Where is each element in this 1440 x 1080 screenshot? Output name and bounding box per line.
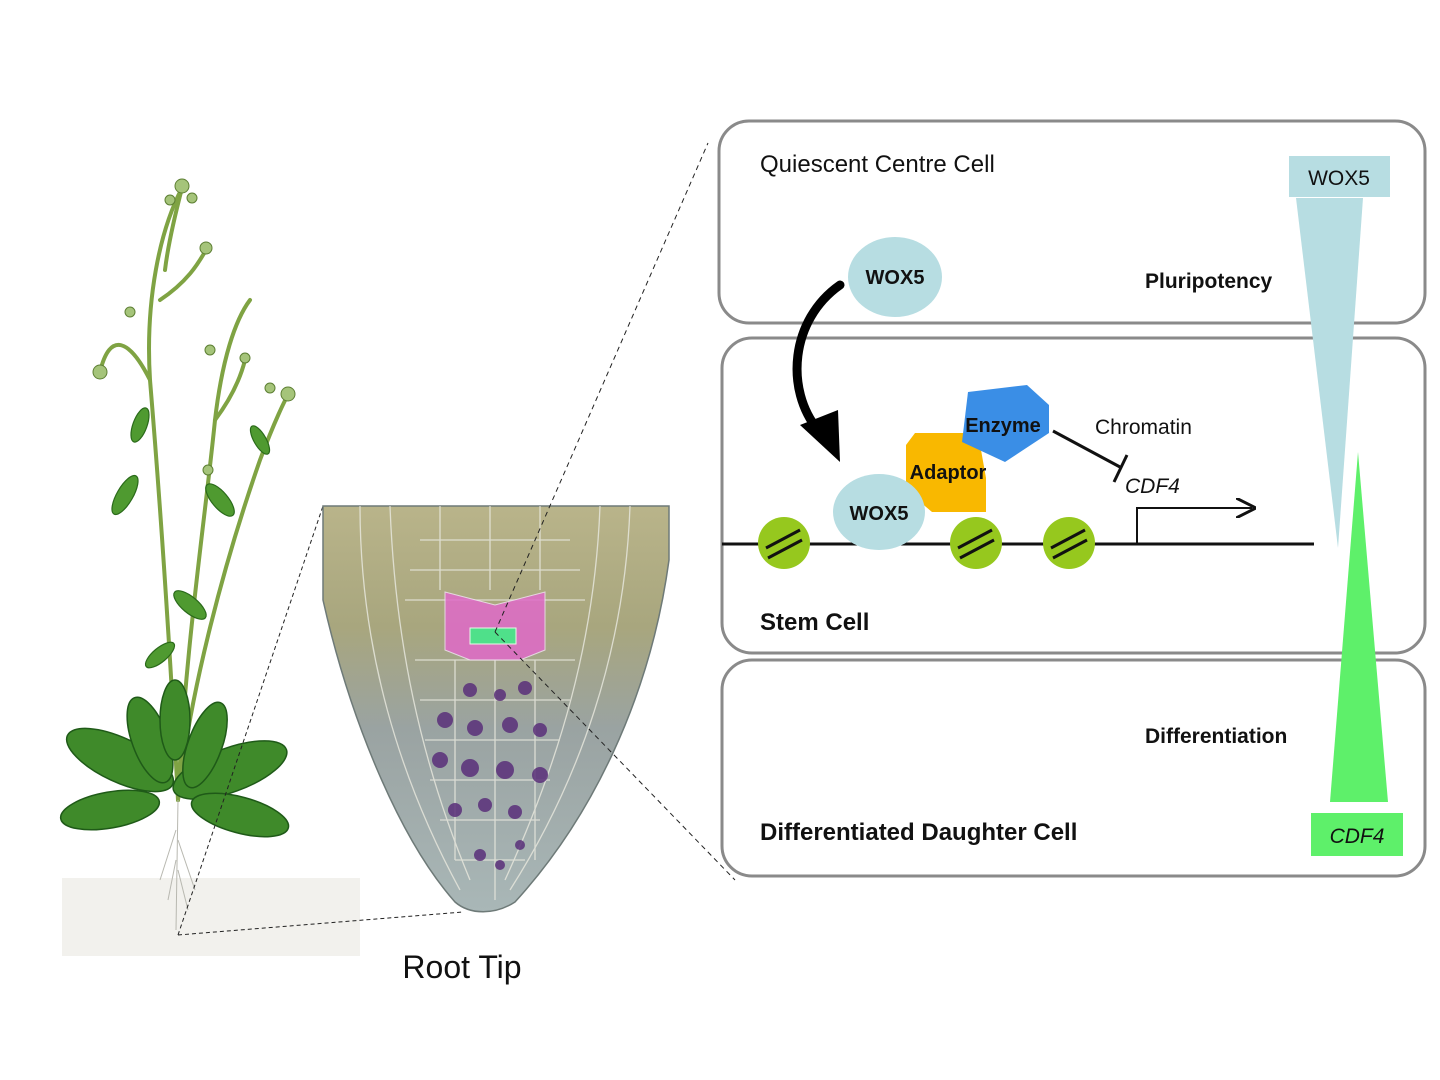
nucleosomes: [758, 517, 1095, 569]
transcription-start-arrow-icon: [1136, 508, 1252, 544]
wox5-qc-label: WOX5: [866, 267, 925, 289]
wox5-gradient-label: WOX5: [1308, 167, 1370, 190]
nucleosome-icon: [1043, 517, 1095, 569]
cauline-leaves: [111, 407, 271, 669]
pluripotency-label: Pluripotency: [1145, 270, 1273, 293]
curved-arrow-icon: [792, 280, 845, 462]
rosette-leaves: [59, 679, 290, 838]
columella-starch: [432, 681, 548, 870]
plant-illustration: [59, 178, 360, 956]
flower-buds: [92, 178, 296, 476]
cdf4-gradient-label: CDF4: [1330, 825, 1385, 848]
nucleosome-icon: [758, 517, 810, 569]
enzyme-label: Enzyme: [965, 415, 1041, 437]
cdf4-gene-label: CDF4: [1125, 475, 1180, 498]
wox5-protein-bound: [833, 474, 925, 550]
adaptor-protein: [906, 433, 986, 512]
cdf4-gradient-box: [1311, 813, 1403, 856]
wox5-bound-label: WOX5: [850, 503, 909, 525]
adaptor-label: Adaptor: [910, 462, 987, 484]
root-tip-label: Root Tip: [402, 949, 521, 985]
wox5-gradient-wedge: [1296, 198, 1363, 548]
wox5-protein-qc: [848, 237, 942, 317]
stem-panel-title: Stem Cell: [760, 609, 869, 636]
qc-panel-title: Quiescent Centre Cell: [760, 151, 995, 178]
enzyme-protein: [962, 385, 1049, 462]
plant-paper-strip: [62, 878, 360, 956]
zoom-lines-root: [494, 142, 736, 881]
root-outline: [322, 505, 670, 913]
plant-roots: [159, 799, 196, 931]
differentiation-label: Differentiation: [1145, 725, 1287, 748]
wox5-gradient-box: [1289, 156, 1390, 197]
stem-cell-panel: [720, 336, 1427, 655]
chromatin-label: Chromatin: [1095, 416, 1192, 439]
nucleosome-icon: [950, 517, 1002, 569]
root-tip-micrograph: [322, 505, 670, 913]
cdf4-gradient-wedge: [1330, 452, 1388, 802]
daughter-cell-panel: [720, 658, 1427, 878]
diff-panel-title: Differentiated Daughter Cell: [760, 819, 1077, 846]
quiescent-centre: [469, 627, 517, 645]
zoom-lines-plant: [177, 505, 464, 936]
inhibition-bar-icon: [1052, 429, 1129, 483]
root-cell-walls: [359, 505, 631, 900]
